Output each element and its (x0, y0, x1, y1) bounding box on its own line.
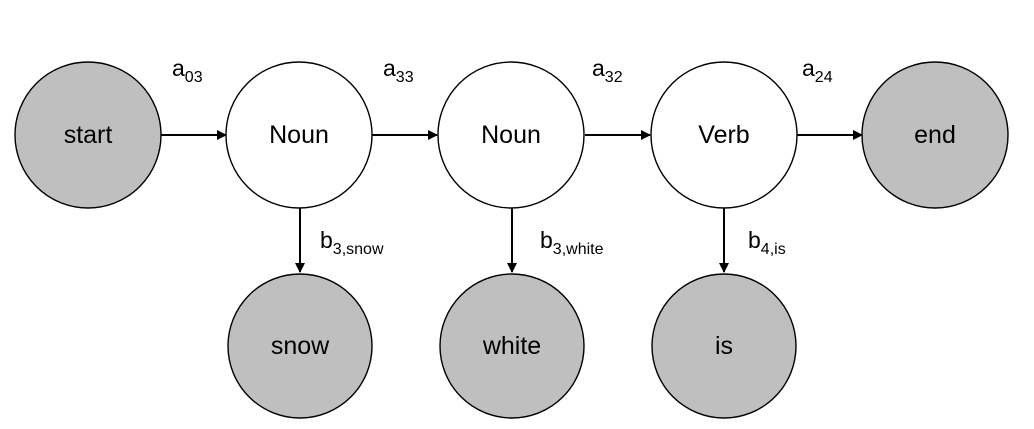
node-noun-2-circle (437, 61, 585, 209)
transition-label-a03-sub: 03 (185, 69, 203, 86)
node-end-circle (861, 61, 1009, 209)
transition-label-a32-base: a (592, 55, 605, 81)
node-noun-2-label: Noun (481, 121, 541, 149)
node-is-label: is (715, 332, 733, 360)
node-end-label: end (914, 121, 956, 149)
transition-label-a32: a32 (592, 55, 623, 86)
transition-label-a33: a33 (383, 55, 414, 86)
node-noun-2: Noun (437, 61, 585, 209)
emission-label-snow-base: b (320, 227, 333, 253)
emission-label-white-sub: 3,white (553, 241, 604, 258)
node-snow: snow (227, 273, 373, 419)
emission-label-snow: b3,snow (320, 227, 384, 258)
node-start-label: start (64, 121, 113, 149)
emission-label-is-sub: 4,is (761, 241, 786, 258)
transition-label-a33-sub: 33 (396, 69, 414, 86)
emission-label-white: b3,white (540, 227, 604, 258)
node-noun-1-circle (225, 61, 373, 209)
node-white-label: white (482, 332, 541, 360)
node-end: end (861, 61, 1009, 209)
node-is-circle (651, 273, 797, 419)
node-white-circle (439, 273, 585, 419)
node-snow-circle (227, 273, 373, 419)
node-white: white (439, 273, 585, 419)
transition-label-a33-base: a (383, 55, 396, 81)
node-start: start (14, 61, 162, 209)
transition-label-a24-sub: 24 (815, 69, 833, 86)
node-snow-label: snow (271, 332, 330, 360)
node-verb: Verb (650, 61, 798, 209)
transition-label-a24: a24 (802, 55, 833, 86)
transition-label-a03: a03 (172, 55, 203, 86)
transition-label-a03-base: a (172, 55, 185, 81)
node-start-circle (14, 61, 162, 209)
emission-label-snow-sub: 3,snow (333, 241, 384, 258)
emission-label-is-base: b (748, 227, 761, 253)
transition-label-a32-sub: 32 (605, 69, 623, 86)
transition-label-a24-base: a (802, 55, 815, 81)
node-verb-circle (650, 61, 798, 209)
node-verb-label: Verb (698, 121, 749, 149)
emission-label-is: b4,is (748, 227, 786, 258)
node-noun-1: Noun (225, 61, 373, 209)
emission-label-white-base: b (540, 227, 553, 253)
node-is: is (651, 273, 797, 419)
node-noun-1-label: Noun (269, 121, 329, 149)
